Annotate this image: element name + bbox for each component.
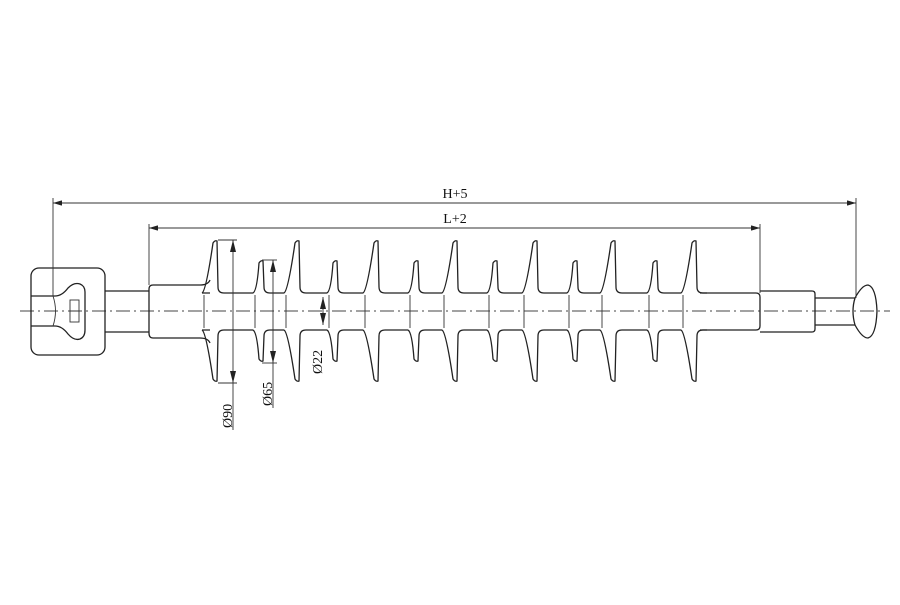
ball-end-fitting <box>700 284 878 339</box>
large-shed <box>680 240 704 382</box>
dimension-core: Ø22 <box>311 297 326 374</box>
shed-group <box>201 240 707 382</box>
core-segment <box>464 292 487 331</box>
dimension-large-shed: Ø90 <box>218 239 237 430</box>
dimension-label-overall: H+5 <box>442 187 467 202</box>
small-shed <box>326 260 345 362</box>
large-shed <box>362 240 386 382</box>
socket-end-fitting <box>30 267 149 356</box>
core-segment <box>622 292 647 331</box>
core-segment <box>544 292 567 331</box>
dimension-label-small-shed: Ø65 <box>261 382 276 406</box>
core-segment <box>306 292 327 331</box>
small-shed <box>486 260 505 362</box>
core-segment <box>703 292 707 331</box>
core-segment <box>202 292 210 331</box>
dimension-overall: H+5 <box>52 187 857 298</box>
small-shed <box>646 260 665 362</box>
dimension-label-core: Ø22 <box>311 350 326 374</box>
dimension-label-insulation: L+2 <box>443 212 466 227</box>
small-shed <box>566 260 585 362</box>
large-shed <box>441 240 465 382</box>
left-end-body <box>148 279 211 344</box>
large-shed <box>521 240 545 382</box>
dimension-small-shed: Ø65 <box>261 259 277 408</box>
core-segment <box>425 292 442 331</box>
small-shed <box>407 260 426 362</box>
core-segment <box>584 292 600 331</box>
core-segment <box>224 292 253 331</box>
core-segment <box>270 292 284 331</box>
core-segment <box>385 292 408 331</box>
core-segment <box>504 292 522 331</box>
core-segment <box>344 292 363 331</box>
dimension-label-large-shed: Ø90 <box>221 404 236 428</box>
large-shed <box>201 240 225 382</box>
large-shed <box>283 240 307 382</box>
small-shed <box>252 260 271 362</box>
core-segment <box>664 292 681 331</box>
large-shed <box>599 240 623 382</box>
dimension-insulation: L+2 <box>148 212 761 293</box>
